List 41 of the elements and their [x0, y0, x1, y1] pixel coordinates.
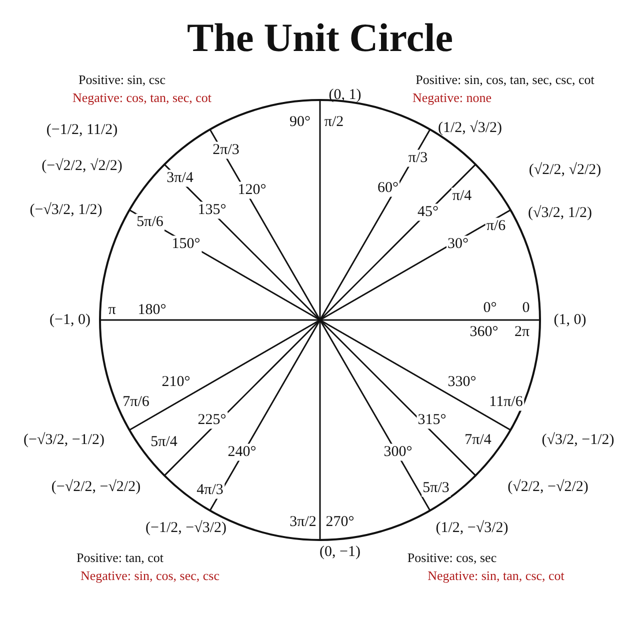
coordinate-label: (√3/2, −1/2) — [542, 432, 614, 448]
sign-note: Negative: sin, cos, sec, csc — [80, 568, 220, 584]
angle-label: 300° — [382, 444, 414, 460]
coordinate-label: (−√3/2, −1/2) — [24, 432, 104, 448]
coordinate-label: (−1/2, 11/2) — [46, 122, 118, 138]
sign-note: Negative: cos, tan, sec, cot — [72, 90, 212, 106]
coordinate-label: (1/2, −√3/2) — [436, 520, 508, 536]
coordinate-label: (−1/2, −√3/2) — [146, 520, 226, 536]
angle-label: 11π/6 — [488, 394, 524, 410]
sign-note: Positive: sin, csc — [78, 72, 166, 88]
angle-label: 315° — [416, 412, 448, 428]
angle-label: 120° — [236, 182, 268, 198]
sign-note: Negative: none — [412, 90, 492, 106]
angle-label: π/3 — [407, 150, 429, 166]
angle-label: 225° — [196, 412, 228, 428]
angle-label: 5π/6 — [136, 214, 164, 230]
angle-label: 150° — [170, 236, 202, 252]
title: The Unit Circle — [186, 14, 454, 61]
coordinate-label: (−√2/2, −√2/2) — [51, 478, 141, 496]
angle-label: 135° — [196, 202, 228, 218]
angle-label: 2π/3 — [212, 142, 240, 158]
sign-note: Negative: sin, tan, csc, cot — [428, 568, 564, 584]
angle-label: 5π/3 — [422, 480, 450, 496]
coordinate-label: (√3/2, 1/2) — [528, 204, 592, 222]
coordinate-label: (0, −1) — [320, 544, 360, 560]
coordinate-label: (√2/2, −√2/2) — [508, 478, 588, 496]
coordinate-label: (−√2/2, √2/2) — [42, 158, 122, 174]
sign-note: Positive: sin, cos, tan, sec, csc, cot — [416, 72, 594, 88]
coordinate-label: (−√3/2, 1/2) — [30, 202, 102, 218]
coordinate-label: (0, 1) — [328, 86, 362, 104]
sign-note: Positive: cos, sec — [407, 550, 497, 566]
coordinate-label: (1, 0) — [554, 312, 586, 328]
coordinate-label: (√2/2, √2/2) — [528, 162, 602, 178]
coordinate-label: (1/2, √3/2) — [438, 120, 502, 136]
angle-label: 60° — [376, 180, 400, 196]
angle-label: 45° — [416, 204, 440, 220]
coordinate-label: (−1, 0) — [50, 312, 90, 328]
angle-label: 3π/4 — [166, 170, 194, 186]
angle-label: 240° — [226, 444, 258, 460]
sign-note: Positive: tan, cot — [76, 550, 164, 566]
angle-label: 4π/3 — [196, 482, 224, 498]
